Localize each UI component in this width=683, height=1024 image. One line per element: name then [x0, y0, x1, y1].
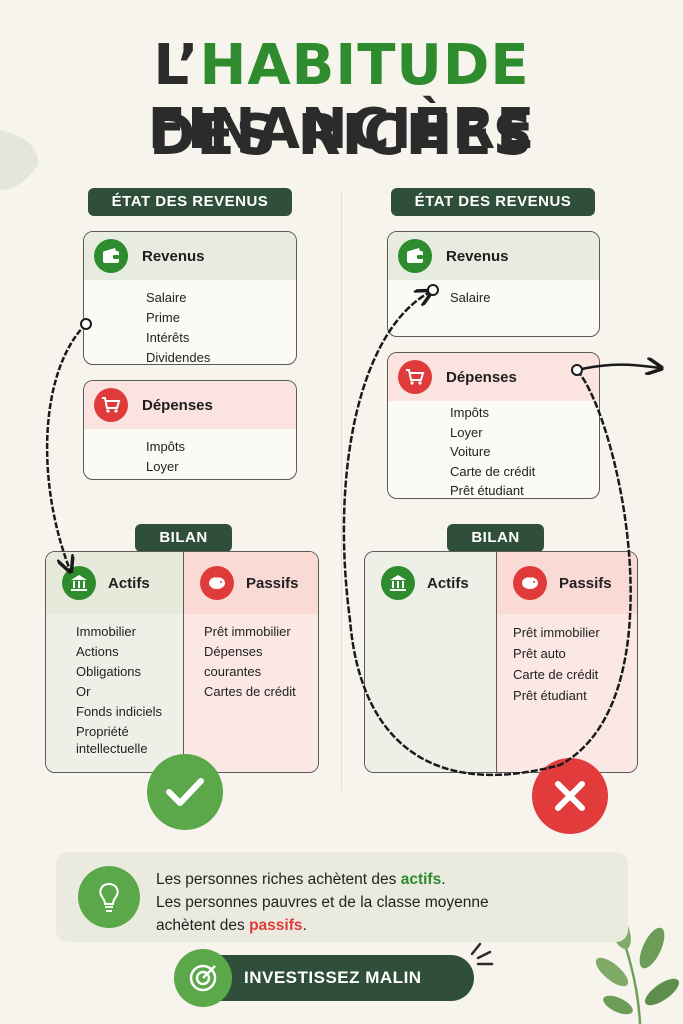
target-icon	[174, 949, 232, 1007]
leaf-decoration-icon	[0, 130, 39, 190]
right-passifs-title: Passifs	[559, 574, 612, 592]
list-item: Loyer	[450, 424, 483, 440]
left-bilan-label: BILAN	[135, 524, 232, 552]
left-passifs-column: Passifs Prêt immobilier Dépenses courant…	[183, 552, 318, 772]
list-item: Prêt immobilier	[203, 624, 291, 639]
left-passifs-title: Passifs	[245, 574, 299, 592]
piggy-bank-icon	[199, 566, 234, 600]
left-flow-arrow	[45, 323, 87, 570]
list-item: Prêt immobilier	[513, 625, 600, 640]
invest-cta-button[interactable]: INVESTISSEZ MALIN	[174, 949, 474, 1007]
left-revenus-title: Revenus	[142, 247, 205, 265]
list-item: Intérêts	[146, 330, 190, 345]
cross-icon	[532, 758, 608, 834]
list-item: intellectuelle	[76, 741, 148, 756]
right-revenus-card: Revenus Salaire	[387, 231, 600, 337]
right-depenses-title: Dépenses	[446, 368, 517, 386]
check-icon	[147, 754, 223, 830]
list-item: Salaire	[146, 290, 187, 305]
left-passifs-list: Prêt immobilier Dépenses courantes Carte…	[184, 614, 318, 702]
title-pre: L’	[153, 33, 200, 98]
right-income-statement-label: ÉTAT DES REVENUS	[391, 188, 595, 216]
summary-line-1: Les personnes riches achètent des actifs…	[156, 868, 489, 891]
summary-line-3: achètent des passifs.	[156, 914, 489, 937]
left-actifs-column: Actifs Immobilier Actions Obligations Or…	[46, 552, 184, 772]
left-actifs-header: Actifs	[46, 552, 183, 614]
right-passifs-list: Prêt immobilier Prêt auto Carte de crédi…	[497, 614, 637, 706]
page-title-line-1: L’HABITUDE FINANCIÈRE	[0, 34, 683, 162]
list-item: Fonds indiciels	[76, 704, 162, 719]
title-post: FINANCIÈRE	[147, 97, 536, 162]
left-depenses-header: Dépenses	[84, 381, 296, 429]
summary-text-part: Les personnes riches achètent des	[156, 871, 401, 888]
list-item: Actions	[76, 644, 119, 659]
lightbulb-icon	[78, 866, 140, 928]
cta-label: INVESTISSEZ MALIN	[244, 968, 422, 987]
cart-icon	[398, 360, 432, 394]
left-actifs-title: Actifs	[108, 574, 150, 592]
list-item: Prêt auto	[513, 646, 566, 661]
list-item: Loyer	[146, 459, 179, 474]
summary-text: Les personnes riches achètent des actifs…	[156, 868, 489, 937]
left-passifs-header: Passifs	[183, 552, 318, 614]
left-bilan-table: Actifs Immobilier Actions Obligations Or…	[45, 551, 319, 773]
right-revenus-list: Salaire	[388, 280, 599, 308]
left-revenus-header: Revenus	[84, 232, 296, 280]
list-item: Obligations	[76, 664, 142, 679]
right-depenses-card: Dépenses Impôts Loyer Voiture Carte de c…	[387, 352, 600, 499]
wallet-icon	[94, 239, 128, 273]
list-item: Prêt étudiant	[450, 483, 524, 498]
list-item: Salaire	[450, 290, 491, 305]
left-actifs-list: Immobilier Actions Obligations Or Fonds …	[46, 614, 183, 756]
piggy-bank-icon	[513, 566, 548, 600]
list-item: Prêt étudiant	[513, 688, 587, 703]
left-depenses-card: Dépenses Impôts Loyer	[83, 380, 297, 480]
list-item: Carte de crédit	[513, 667, 599, 682]
left-depenses-title: Dépenses	[142, 396, 213, 414]
left-revenus-card: Revenus Salaire Prime Intérêts Dividende…	[83, 231, 297, 365]
list-item: Dépenses	[203, 644, 263, 659]
left-revenus-list: Salaire Prime Intérêts Dividendes	[84, 280, 296, 365]
bank-icon	[381, 566, 415, 600]
right-bilan-label: BILAN	[447, 524, 544, 552]
list-item: courantes	[203, 664, 262, 679]
right-revenus-title: Revenus	[446, 247, 509, 265]
column-divider	[341, 190, 342, 790]
list-item: Propriété	[76, 724, 129, 739]
list-item: Impôts	[450, 405, 490, 420]
list-item: Or	[76, 684, 91, 699]
cart-icon	[94, 388, 128, 422]
summary-text-part: .	[302, 917, 307, 934]
list-item: Voiture	[450, 444, 491, 459]
right-depenses-list: Impôts Loyer Voiture Carte de crédit Prê…	[388, 401, 599, 498]
wallet-icon	[398, 239, 432, 273]
right-passifs-header: Passifs	[497, 552, 637, 614]
spark-lines-icon	[470, 942, 494, 966]
list-item: Prime	[146, 310, 180, 325]
right-depenses-header: Dépenses	[388, 353, 599, 401]
right-actifs-column: Actifs	[365, 552, 498, 772]
bank-icon	[62, 566, 96, 600]
right-passifs-column: Passifs Prêt immobilier Prêt auto Carte …	[497, 552, 637, 772]
summary-highlight-actifs: actifs	[400, 871, 442, 888]
right-revenus-header: Revenus	[388, 232, 599, 280]
summary-box: Les personnes riches achètent des actifs…	[56, 852, 628, 942]
summary-highlight-passifs: passifs	[249, 917, 303, 934]
right-actifs-header: Actifs	[365, 552, 496, 614]
left-depenses-list: Impôts Loyer	[84, 429, 296, 477]
right-actifs-title: Actifs	[427, 574, 469, 592]
left-income-statement-label: ÉTAT DES REVENUS	[88, 188, 292, 216]
summary-text-part: achètent des	[156, 917, 250, 934]
summary-text-part: .	[441, 871, 446, 888]
right-bilan-table: Actifs Passifs Prêt immobilier Prêt auto…	[364, 551, 638, 773]
list-item: Impôts	[146, 439, 186, 454]
list-item: Carte de crédit	[450, 463, 536, 479]
title-highlight: HABITUDE	[199, 33, 530, 98]
summary-line-2: Les personnes pauvres et de la classe mo…	[156, 894, 489, 911]
list-item: Dividendes	[146, 350, 211, 365]
list-item: Cartes de crédit	[203, 684, 296, 699]
list-item: Immobilier	[76, 624, 136, 639]
page-title-line-2: DES RICHES	[148, 103, 535, 168]
